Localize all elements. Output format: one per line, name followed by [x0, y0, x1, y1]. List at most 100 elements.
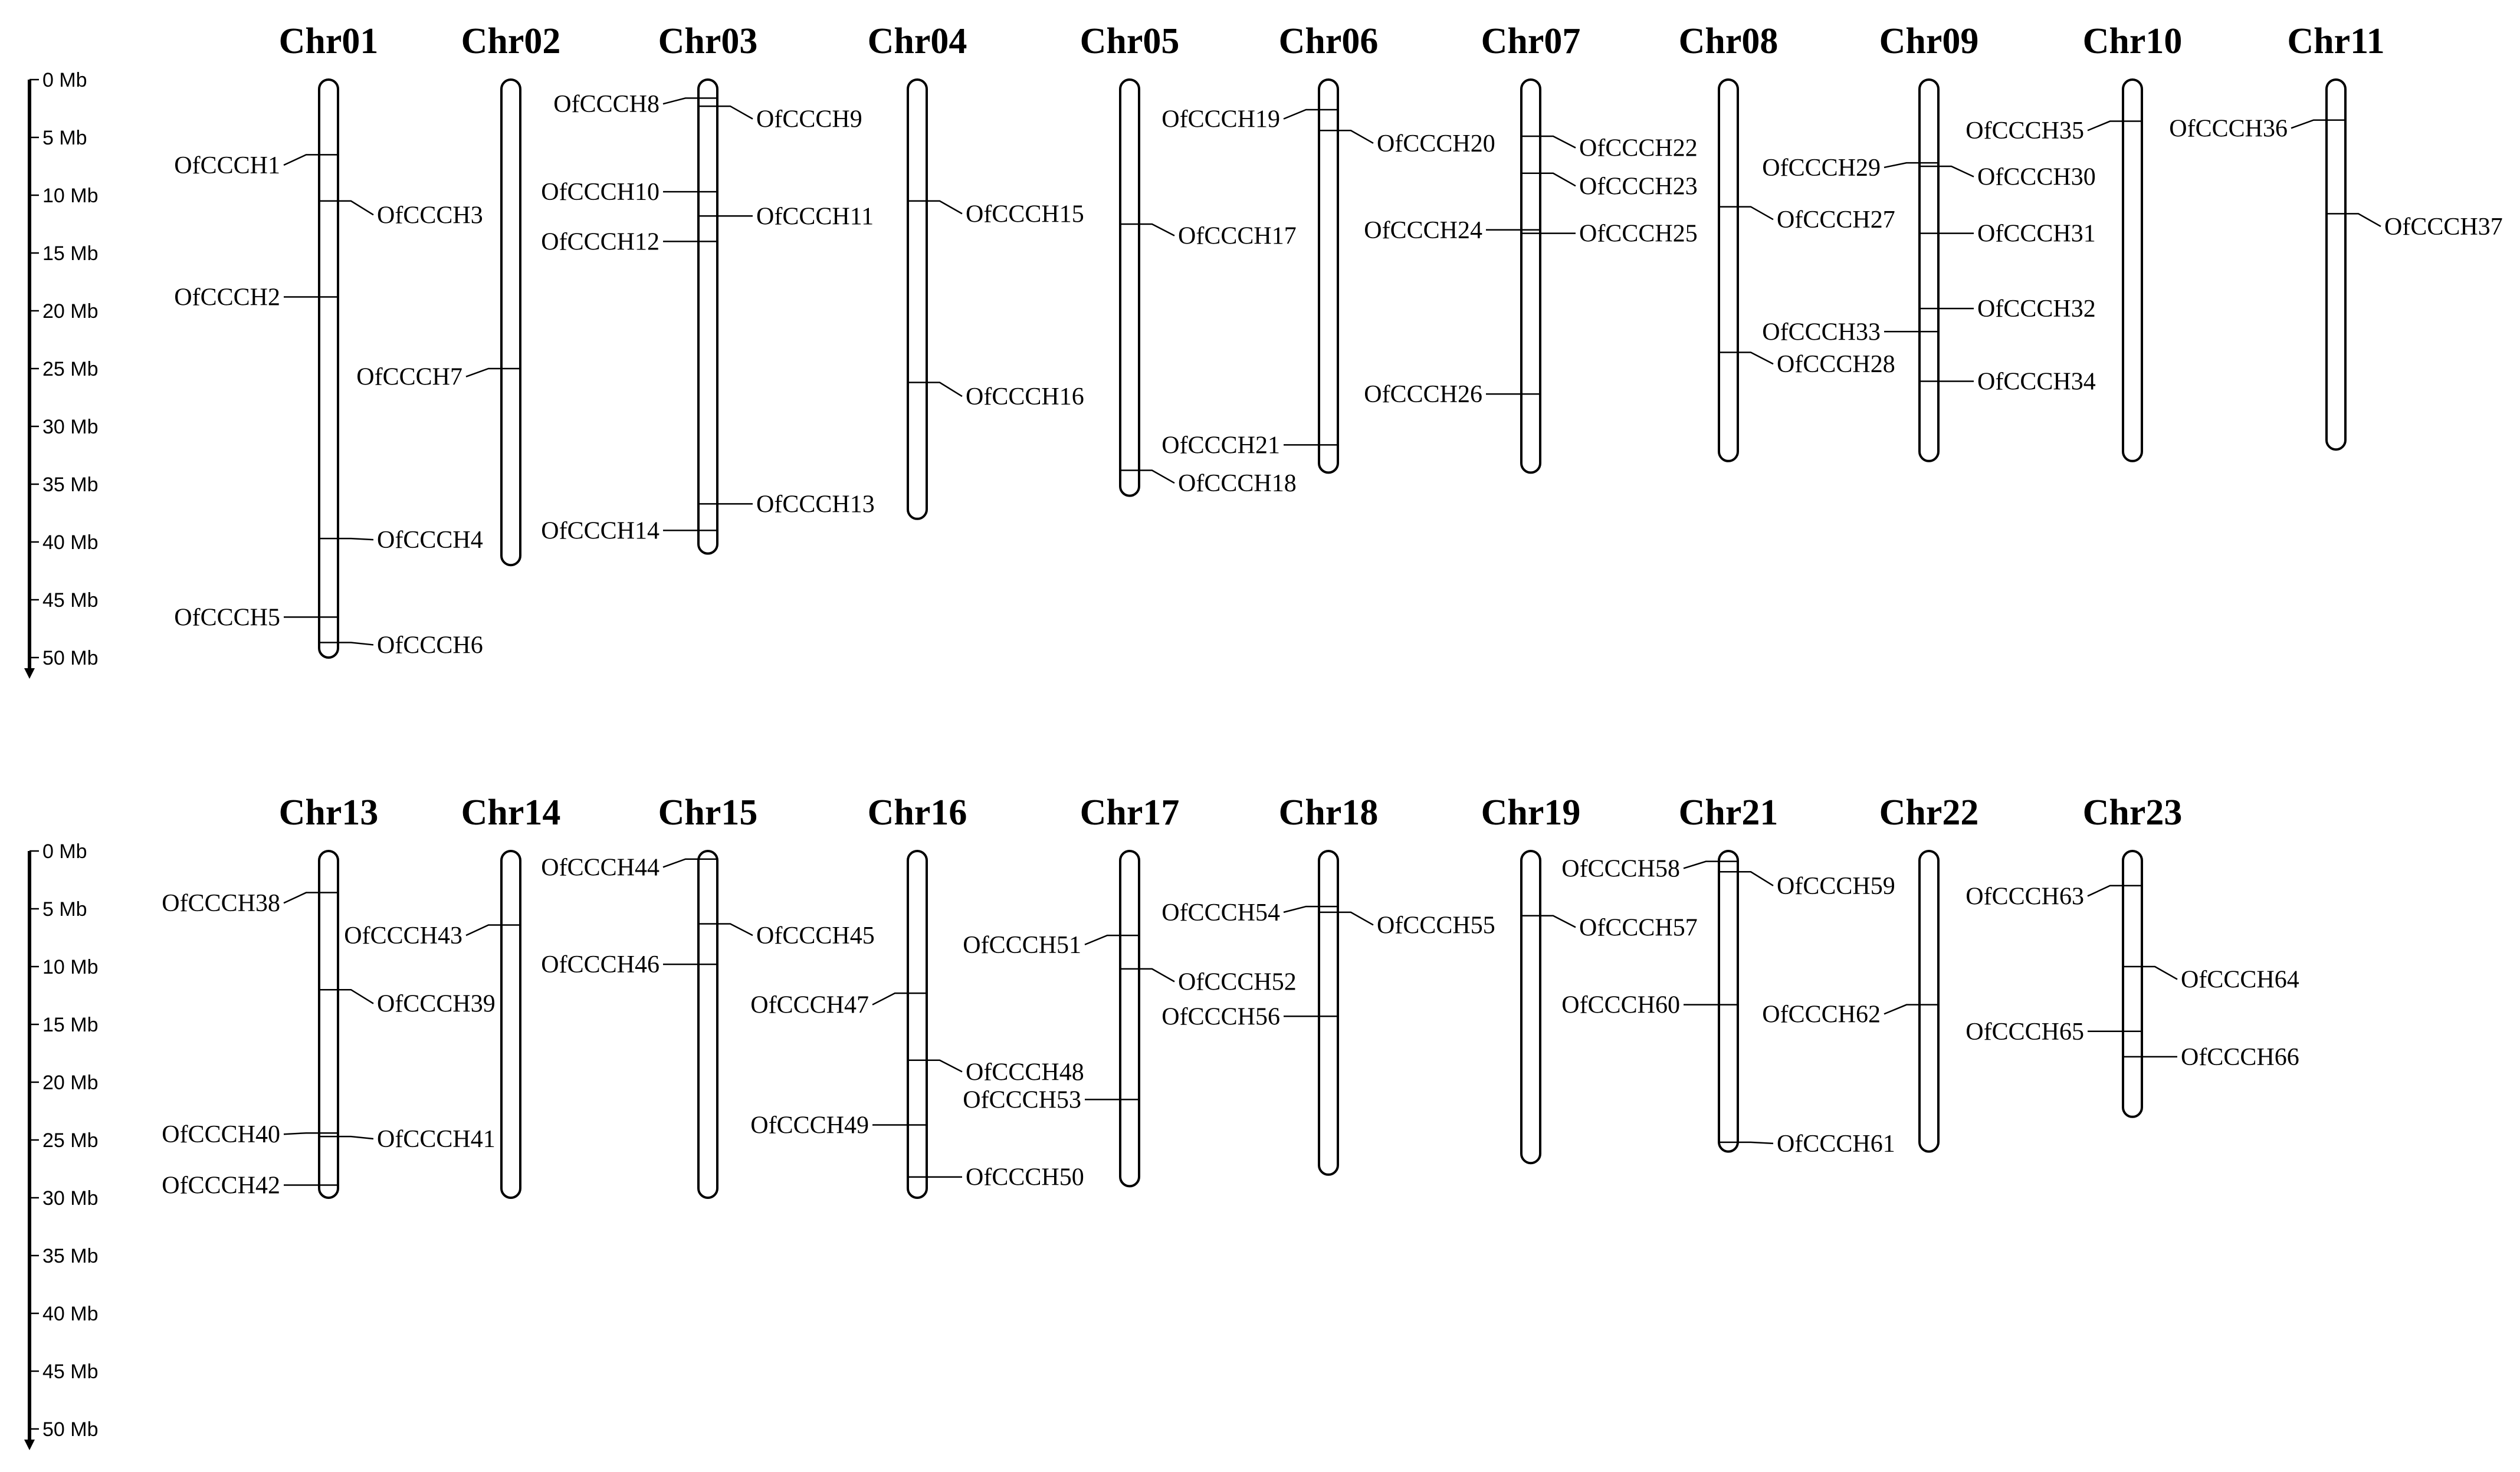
- gene-label: OfCCCH52: [1178, 968, 1297, 995]
- gene-leader-line: [1540, 172, 1576, 187]
- gene-label: OfCCCH25: [1579, 221, 1698, 248]
- gene-leader-line: [717, 923, 753, 937]
- gene-leader-line: [1283, 905, 1319, 914]
- scale-tick-label: 40 Mb: [42, 531, 99, 554]
- chromosome-bar: [1918, 78, 1940, 462]
- chromosome-bar: [1718, 850, 1739, 1153]
- chromosome-title: Chr05: [1080, 21, 1180, 61]
- gene-label: OfCCCH64: [2181, 967, 2299, 994]
- gene-leader-line: [338, 988, 374, 1004]
- gene-label: OfCCCH10: [541, 179, 659, 206]
- gene-label: OfCCCH33: [1762, 318, 1881, 346]
- chromosome-bar: [697, 78, 718, 555]
- gene-label: OfCCCH14: [541, 517, 659, 544]
- gene-leader-line: [1738, 1141, 1774, 1145]
- gene-label: OfCCCH61: [1777, 1131, 1895, 1158]
- gene-leader-line: [1139, 223, 1175, 236]
- chromosome-title: Chr02: [461, 21, 561, 61]
- gene-leader-line: [1683, 860, 1719, 869]
- chromosome-chr01: Chr01OfCCCH1OfCCCH3OfCCCH2OfCCCH4OfCCCH5…: [174, 21, 483, 659]
- gene-leader-line: [338, 200, 374, 216]
- gene-leader-line: [2087, 120, 2123, 132]
- gene-label: OfCCCH63: [1966, 883, 2084, 910]
- gene-label: OfCCCH57: [1579, 914, 1698, 941]
- gene-label: OfCCCH5: [174, 604, 280, 631]
- gene-leader-line: [283, 892, 319, 904]
- gene-leader-line: [2087, 885, 2123, 897]
- scale-tick-label: 10 Mb: [42, 185, 99, 207]
- gene-label: OfCCCH16: [966, 383, 1084, 410]
- gene-leader-line: [1084, 934, 1120, 945]
- gene-label: OfCCCH34: [1977, 369, 2096, 396]
- gene-label: OfCCCH42: [162, 1172, 280, 1199]
- gene-leader-line: [1139, 968, 1175, 983]
- gene-leader-line: [1738, 351, 1774, 365]
- gene-leader-line: [1283, 109, 1319, 120]
- gene-leader-line: [1738, 206, 1774, 221]
- gene-label: OfCCCH30: [1977, 164, 2096, 191]
- scale-tick-label: 50 Mb: [42, 647, 99, 669]
- scale-tick-label: 30 Mb: [42, 416, 99, 438]
- gene-label: OfCCCH41: [377, 1126, 496, 1153]
- chromosome-bar: [1520, 850, 1541, 1165]
- gene-label: OfCCCH7: [356, 364, 462, 391]
- chromosome-bar: [500, 78, 521, 567]
- gene-label: OfCCCH21: [1161, 432, 1280, 459]
- gene-label: OfCCCH51: [963, 932, 1081, 959]
- chromosome-bar: [1318, 78, 1339, 474]
- chromosome-title: Chr01: [279, 21, 379, 61]
- chromosome-title: Chr14: [461, 793, 561, 833]
- chromosome-bar: [1918, 850, 1940, 1153]
- gene-leader-line: [1338, 129, 1374, 144]
- scale-tick-label: 5 Mb: [42, 127, 87, 149]
- gene-label: OfCCCH48: [966, 1059, 1084, 1086]
- gene-leader-line: [927, 382, 963, 397]
- chromosome-bar: [907, 850, 928, 1199]
- gene-leader-line: [2142, 965, 2178, 980]
- chromosome-title: Chr22: [1879, 793, 1979, 833]
- chromosome-title: Chr11: [2287, 21, 2384, 61]
- gene-leader-line: [1884, 1004, 1919, 1015]
- chromosome-title: Chr10: [2083, 21, 2183, 61]
- gene-label: OfCCCH66: [2181, 1044, 2299, 1071]
- gene-label: OfCCCH28: [1777, 351, 1895, 378]
- gene-label: OfCCCH59: [1777, 873, 1895, 900]
- gene-leader-line: [2291, 119, 2327, 129]
- gene-leader-line: [1938, 165, 1974, 178]
- gene-label: OfCCCH17: [1178, 223, 1297, 250]
- chromosome-bar: [1520, 78, 1541, 474]
- scale-tick-label: 10 Mb: [42, 956, 99, 978]
- gene-label: OfCCCH19: [1161, 106, 1280, 133]
- gene-label: OfCCCH43: [344, 922, 462, 949]
- gene-leader-line: [1338, 911, 1374, 926]
- gene-leader-line: [465, 367, 501, 377]
- scale-tick-label: 0 Mb: [42, 840, 87, 863]
- scale-tick-label: 35 Mb: [42, 1245, 99, 1267]
- gene-label: OfCCCH45: [756, 922, 875, 949]
- gene-label: OfCCCH12: [541, 228, 659, 255]
- scale-tick-label: 20 Mb: [42, 1072, 99, 1094]
- gene-label: OfCCCH27: [1777, 206, 1895, 234]
- chromosome-title: Chr13: [279, 793, 379, 833]
- chromosome-title: Chr09: [1879, 21, 1979, 61]
- gene-label: OfCCCH50: [966, 1164, 1084, 1191]
- gene-label: OfCCCH23: [1579, 173, 1698, 200]
- chromosome-bar: [2122, 78, 2143, 462]
- scale-tick-label: 0 Mb: [42, 69, 87, 91]
- scale-tick-label: 45 Mb: [42, 1361, 99, 1383]
- scale-tick-label: 25 Mb: [42, 1129, 99, 1152]
- gene-label: OfCCCH31: [1977, 221, 2096, 248]
- gene-leader-line: [1884, 162, 1919, 169]
- gene-label: OfCCCH62: [1762, 1001, 1881, 1028]
- gene-leader-line: [2345, 213, 2381, 228]
